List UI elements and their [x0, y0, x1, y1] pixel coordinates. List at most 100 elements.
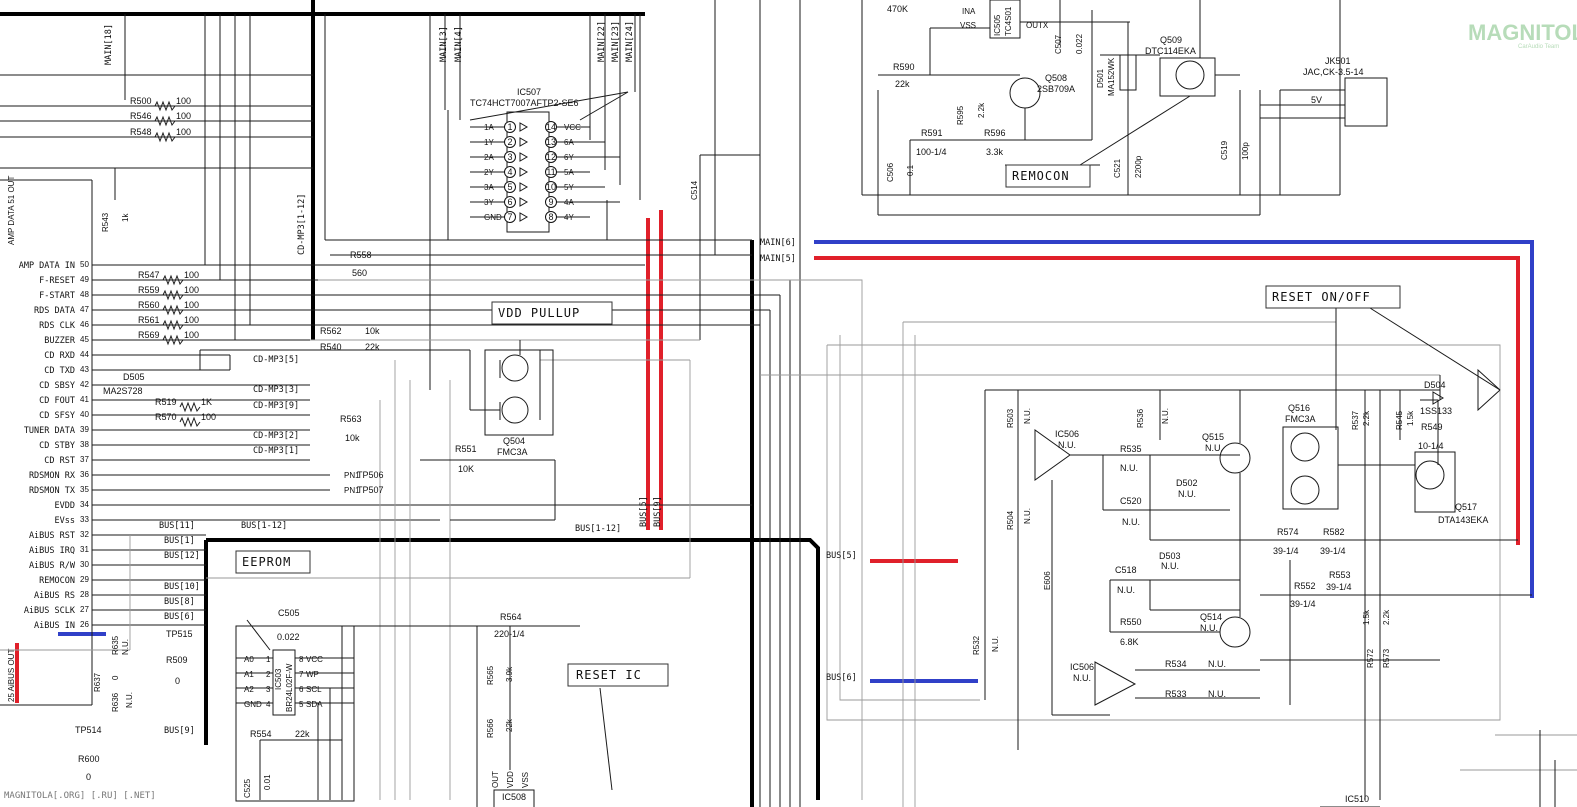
reset-onoff-section [984, 307, 1556, 807]
resistor-symbol [162, 304, 184, 316]
resistor-value: 100 [184, 330, 199, 340]
r553-ref: R553 [1329, 570, 1351, 580]
watermark: MAGNITOLA CarAudio Team MAGNITOLA[.ORG] … [4, 20, 1577, 801]
connector-pin-label: CD SBSY [39, 381, 75, 391]
r551-ref: R551 [455, 444, 477, 454]
connector-pin-label: REMOCON [39, 576, 75, 586]
r536-ref: R536 [1136, 408, 1145, 428]
ic508-pin-vss: VSS [521, 772, 530, 788]
ic507-pin-marker [545, 196, 557, 208]
eeprom-pin-scl: SCL [306, 685, 322, 694]
connector-pin-label: EVss [55, 516, 75, 526]
c520-val: N.U. [1122, 517, 1140, 527]
eeprom-pin-a1: A1 [244, 670, 254, 679]
connector-pin-number: 33 [80, 515, 89, 524]
q517-val: DTA143EKA [1438, 515, 1488, 525]
ic507-pin-marker [504, 121, 516, 133]
resistor-ref: R548 [130, 127, 152, 137]
q508-val: 2SB709A [1037, 84, 1075, 94]
connector-pin-label: AiBUS RST [29, 531, 75, 541]
d501-val: MA152WK [1107, 57, 1116, 96]
r596-val: 3.3k [986, 147, 1004, 157]
bus1-label: BUS[1] [164, 536, 195, 546]
eeprom-pin-4: 4 [266, 700, 271, 709]
r582-ref: R582 [1323, 527, 1345, 537]
eeprom-pin-sda: SDA [306, 700, 323, 709]
ic506a-ref: IC506 [1055, 429, 1079, 439]
eeprom-pin-gnd: GND [244, 700, 262, 709]
d502-val: N.U. [1178, 489, 1196, 499]
tp506-ref: TP506 [357, 470, 384, 480]
resistor-symbol [154, 100, 176, 112]
c507-val: 0.022 [1075, 33, 1084, 54]
connector-pin-number: 47 [80, 305, 89, 314]
ic507-buffer [519, 197, 529, 207]
cdmp3-3-label: CD-MP3[3] [253, 385, 299, 395]
r564-val: 220-1/4 [494, 629, 525, 639]
r565-ref: R565 [486, 665, 495, 685]
eeprom-pin-7: 7 [299, 670, 304, 679]
r532-ref: R532 [972, 635, 981, 655]
ic507-buffer [519, 152, 529, 162]
ic507-pin-number: 11 [546, 167, 555, 177]
r551-val: 10K [458, 464, 474, 474]
eeprom-pin-3: 3 [266, 685, 271, 694]
connector-pin-label: AiBUS IRQ [29, 546, 75, 556]
ic507-buffer [519, 137, 529, 147]
c520-ref: C520 [1120, 496, 1142, 506]
r635-ref: R635 [111, 635, 120, 655]
r574-val: 39-1/4 [1273, 546, 1299, 556]
connector-pin-label: RDSMON RX [29, 471, 76, 481]
ic505-pin-vss: VSS [960, 21, 976, 30]
bus1-12-label: BUS[1-12] [241, 521, 287, 531]
r574-ref: R574 [1277, 527, 1299, 537]
q516-val: FMC3A [1285, 414, 1316, 424]
ic507-buffer [519, 122, 529, 132]
resistor-value: 100 [201, 412, 216, 422]
connector-pin-label: CD RXD [44, 351, 75, 361]
connector-pin-label: F-START [39, 291, 75, 301]
bus10-label: BUS[10] [164, 582, 200, 592]
connector-pin-label: AMP DATA IN [19, 261, 75, 271]
c519-ref: C519 [1220, 140, 1229, 160]
main18-label: MAIN[18] [104, 24, 114, 65]
r562-val: 10k [365, 326, 380, 336]
connector-pin-number: 50 [80, 260, 89, 269]
resistor-symbol [162, 274, 184, 286]
connector-pin-label: BUZZER [44, 336, 76, 346]
main4-label: MAIN[4] [454, 26, 464, 62]
r596-ref: R596 [984, 128, 1006, 138]
ic507-pin-marker [545, 136, 557, 148]
r503-ref: R503 [1006, 408, 1015, 428]
r553-val: 39-1/4 [1326, 582, 1352, 592]
r566-ref: R566 [486, 718, 495, 738]
signal-wires [0, 0, 801, 807]
r535-ref: R535 [1120, 444, 1142, 454]
c518-ref: C518 [1115, 565, 1137, 575]
ic507-part: TC74HCT7007AFTP2-SE6 [470, 98, 579, 108]
connector-pin-number: 37 [80, 455, 89, 464]
bus5-label: BUS[5] [826, 551, 857, 561]
r563-val: 10k [345, 433, 360, 443]
connector-pin-label: CD STBY [39, 441, 75, 451]
ic505-pin-ina: INA [962, 7, 976, 16]
grey-wires [206, 279, 1577, 807]
main23-label: MAIN[23] [611, 21, 621, 62]
eeprom-pin-5: 5 [299, 700, 304, 709]
q514-ref: Q514 [1200, 612, 1222, 622]
r600-val: 0 [86, 772, 91, 782]
r636-val: N.U. [125, 692, 134, 708]
r591-ref: R591 [921, 128, 943, 138]
ic507-pin-marker [504, 136, 516, 148]
connector-pin-label: EVDD [55, 501, 75, 511]
connector-pin-label: CD RST [44, 456, 75, 466]
connector-pin-label: AiBUS RS [34, 591, 75, 601]
d503-val: N.U. [1161, 561, 1179, 571]
r565-val: 3.9k [505, 666, 514, 682]
watermark-sub: CarAudio Team [1518, 44, 1559, 50]
ic507-pin-marker [504, 181, 516, 193]
q515-ref: Q515 [1202, 432, 1224, 442]
ic508-pin-out: OUT [491, 771, 500, 788]
